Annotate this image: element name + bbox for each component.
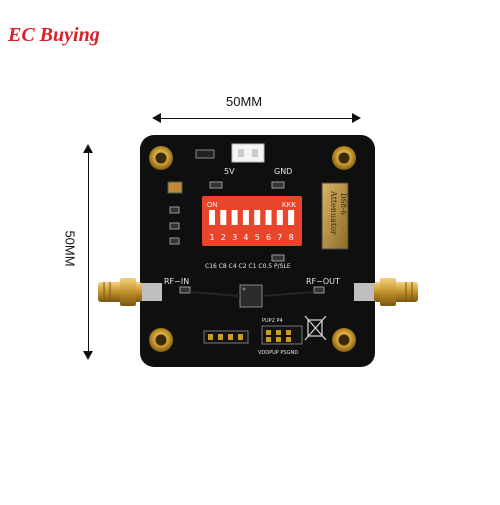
pcb-board <box>140 135 375 367</box>
dip-brand-label: KKK <box>282 202 296 209</box>
mount-hole-tr <box>332 146 356 170</box>
dip-key-5[interactable] <box>254 210 261 225</box>
mount-hole-tl <box>149 146 173 170</box>
sma-connector-out <box>374 278 418 306</box>
power-connector <box>231 143 265 163</box>
pin-header-left <box>203 330 249 344</box>
chip-sub: DS8-6 <box>339 193 347 215</box>
sma-connector-in <box>98 278 142 306</box>
pin-header-right <box>261 325 303 345</box>
attenuator-chip: Attenuator DS8-6 <box>321 182 349 250</box>
brand-logo-text: EC Buying <box>8 24 100 46</box>
dip-number-2: 2 <box>221 233 226 242</box>
bit-labels: C16 C8 C4 C2 C1 C0.5 P/SLE <box>205 263 291 270</box>
dip-number-5: 5 <box>255 233 260 242</box>
width-dimension-arrow <box>152 110 361 126</box>
dip-key-4[interactable] <box>242 210 249 225</box>
mount-hole-bl <box>149 328 173 352</box>
dip-key-1[interactable] <box>209 210 215 225</box>
dip-number-4: 4 <box>243 233 248 242</box>
label-5v: 5V <box>224 167 235 176</box>
dip-key-2[interactable] <box>220 210 227 225</box>
label-gnd: GND <box>274 167 292 176</box>
dip-number-7: 7 <box>277 233 282 242</box>
dip-key-6[interactable] <box>265 210 272 225</box>
dip-number-1: 1 <box>210 233 215 242</box>
chip-label: Attenuator <box>329 190 338 235</box>
dip-key-8[interactable] <box>288 210 295 225</box>
height-dimension-arrow <box>80 144 96 360</box>
header-labels: VDDPUP PSGND <box>258 350 298 356</box>
disposal-icon <box>304 315 327 341</box>
dip-number-6: 6 <box>266 233 271 242</box>
rf-in-label: RF−IN <box>164 277 189 286</box>
dip-number-8: 8 <box>289 233 294 242</box>
header-top-label: PUP2 P4 <box>262 318 283 324</box>
dip-key-3[interactable] <box>231 210 238 225</box>
mount-hole-br <box>332 328 356 352</box>
width-dimension-label: 50MM <box>226 94 263 109</box>
dip-key-7[interactable] <box>276 210 283 225</box>
dip-on-label: ON <box>207 202 218 209</box>
dip-number-3: 3 <box>232 233 237 242</box>
rf-out-label: RF−OUT <box>306 277 340 286</box>
